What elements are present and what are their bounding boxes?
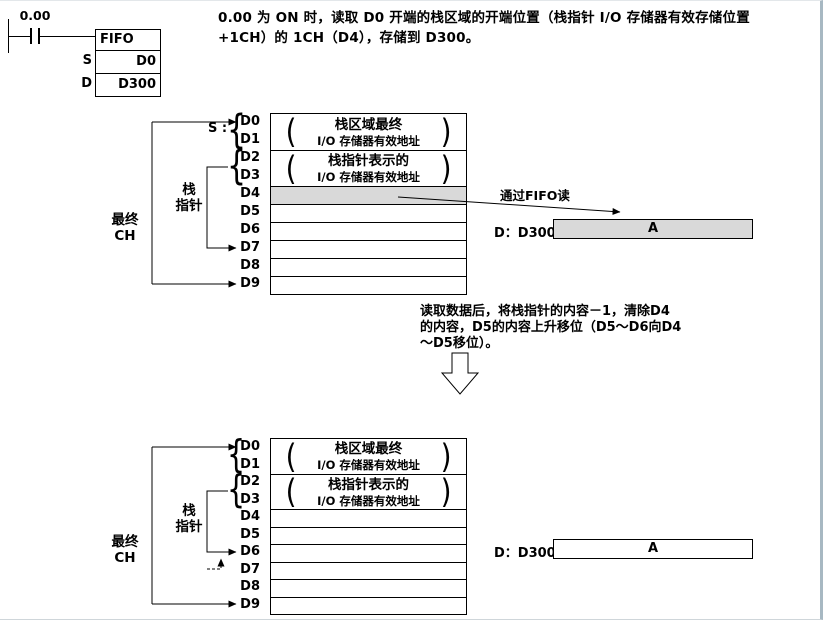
left-paren: ( xyxy=(285,113,297,151)
shift-note-paragraph: 读取数据后，将栈指针的内容－1，清除D4 的内容，D5的内容上升移位（D5～D6… xyxy=(420,304,720,352)
register-label: D7 xyxy=(240,561,260,577)
register-label: D3 xyxy=(240,491,260,507)
d8-data-cell xyxy=(271,258,466,276)
operand-s-value: D0 xyxy=(96,50,160,73)
register-label: D8 xyxy=(240,579,260,594)
note-line: 读取数据后，将栈指针的内容－1，清除D4 xyxy=(420,304,670,319)
d4-data-cell xyxy=(271,509,466,527)
label-line: 最终 xyxy=(111,212,139,228)
fifo-read-label: 通过FIFO读 xyxy=(500,188,570,203)
description-line: 0.00 为 ON 时，读取 D0 开端的栈区域的开端位置（栈指针 I/O 存储… xyxy=(218,10,750,26)
label-line: 栈 xyxy=(182,503,196,519)
d9-data-cell xyxy=(271,276,466,294)
right-paren: ) xyxy=(440,149,452,188)
last-ch-side-label: 最终 CH xyxy=(102,212,148,244)
d5-data-cell xyxy=(271,204,466,222)
operand-d-value: D300 xyxy=(96,73,160,96)
d7-data-cell xyxy=(271,240,466,258)
register-label: D0 xyxy=(240,114,260,129)
left-paren: ( xyxy=(285,473,297,511)
contact-bar-icon xyxy=(38,28,40,44)
contact-bar-icon xyxy=(30,28,32,44)
register-label: D6 xyxy=(240,222,260,237)
left-paren: ( xyxy=(285,149,297,188)
note-line: 的内容，D5的内容上升移位（D5～D6向D4 xyxy=(420,320,682,335)
stack-pointer-address-text: 栈指针表示的 I/O 存储器有效地址 xyxy=(297,153,440,184)
stack-pointer-address-cell: ( 栈指针表示的 I/O 存储器有效地址 ) xyxy=(271,150,466,186)
register-label: D2 xyxy=(240,474,260,489)
source-operand-label: S : xyxy=(208,121,228,136)
register-label: D6 xyxy=(240,544,260,559)
stack-pointer-side-label: 栈 指针 xyxy=(168,182,210,214)
register-label: D5 xyxy=(240,526,260,542)
cell-text-line: 栈指针表示的 xyxy=(328,153,409,169)
stack-memory-table: ( 栈区域最终 I/O 存储器有效地址 ) ( 栈指针表示的 I/O 存储器有效… xyxy=(270,113,467,295)
description-line: +1CH）的 1CH（D4），存储到 D300。 xyxy=(218,29,480,46)
register-label: D9 xyxy=(240,596,260,612)
label-line: 指针 xyxy=(175,519,203,535)
register-label: D4 xyxy=(240,509,260,524)
stack-end-address-cell: ( 栈区域最终 I/O 存储器有效地址 ) xyxy=(271,114,466,150)
register-label: D3 xyxy=(240,168,260,183)
right-paren: ) xyxy=(440,473,452,511)
register-label: D9 xyxy=(240,276,260,291)
destination-value-box: A xyxy=(553,539,753,559)
brace-d2-d3: { xyxy=(227,467,246,511)
cell-text-line: 栈指针表示的 xyxy=(328,476,409,493)
d8-data-cell xyxy=(271,579,466,597)
left-paren: ( xyxy=(285,437,297,476)
description-paragraph: 0.00 为 ON 时，读取 D0 开端的栈区域的开端位置（栈指针 I/O 存储… xyxy=(218,9,818,48)
wire xyxy=(40,36,95,37)
stack-end-address-cell: ( 栈区域最终 I/O 存储器有效地址 ) xyxy=(271,439,466,474)
destination-label: D：D300 xyxy=(494,226,556,241)
d7-data-cell xyxy=(271,561,466,580)
cell-text-line: I/O 存储器有效地址 xyxy=(317,133,420,148)
d6-data-cell xyxy=(271,544,466,562)
cell-text-line: I/O 存储器有效地址 xyxy=(317,493,420,508)
destination-label: D：D300 xyxy=(494,546,556,561)
register-label: D1 xyxy=(240,456,260,472)
d4-data-cell-highlighted xyxy=(271,186,466,204)
pointer-decrement-dashed-arrow xyxy=(207,558,225,570)
stack-end-address-text: 栈区域最终 I/O 存储器有效地址 xyxy=(297,441,440,472)
fifo-instruction-block: FIFO D0 D300 xyxy=(95,29,161,97)
d9-data-cell xyxy=(271,596,466,615)
stack-pointer-address-cell: ( 栈指针表示的 I/O 存储器有效地址 ) xyxy=(271,474,466,509)
brace-d2-d3: { xyxy=(227,143,247,189)
stack-pointer-side-label: 栈 指针 xyxy=(168,503,210,535)
register-label: D8 xyxy=(240,258,260,273)
operand-s-letter: S xyxy=(82,53,92,68)
transition-down-arrow-icon xyxy=(440,352,480,395)
right-paren: ) xyxy=(440,437,452,476)
register-label: D4 xyxy=(240,186,260,201)
register-label: D1 xyxy=(240,132,260,147)
right-paren: ) xyxy=(440,113,452,151)
note-line: ～D5移位）。 xyxy=(420,336,499,351)
d6-data-cell xyxy=(271,222,466,240)
cell-text-line: 栈区域最终 xyxy=(334,116,403,133)
stack-pointer-address-text: 栈指针表示的 I/O 存储器有效地址 xyxy=(297,477,440,508)
cell-text-line: I/O 存储器有效地址 xyxy=(317,458,420,472)
d5-data-cell xyxy=(271,526,466,545)
contact-address-label: 0.00 xyxy=(19,8,51,23)
label-line: 指针 xyxy=(175,198,203,214)
register-label: D0 xyxy=(240,439,260,454)
operand-d-letter: D xyxy=(81,76,92,91)
label-line: CH xyxy=(114,550,136,566)
destination-value-box: A xyxy=(553,219,753,239)
label-line: 最终 xyxy=(111,534,139,550)
stack-end-address-text: 栈区域最终 I/O 存储器有效地址 xyxy=(297,117,440,148)
register-label: D2 xyxy=(240,150,260,165)
label-line: CH xyxy=(114,228,136,244)
stack-memory-table-after: ( 栈区域最终 I/O 存储器有效地址 ) ( 栈指针表示的 I/O 存储器有效… xyxy=(270,438,467,615)
wire xyxy=(8,36,30,37)
label-line: 栈 xyxy=(182,182,196,198)
cell-text-line: 栈区域最终 xyxy=(334,441,403,457)
last-ch-side-label: 最终 CH xyxy=(102,534,148,566)
register-label: D7 xyxy=(240,240,260,255)
cell-text-line: I/O 存储器有效地址 xyxy=(317,170,420,184)
register-label: D5 xyxy=(240,204,260,219)
instruction-mnemonic: FIFO xyxy=(100,32,134,47)
